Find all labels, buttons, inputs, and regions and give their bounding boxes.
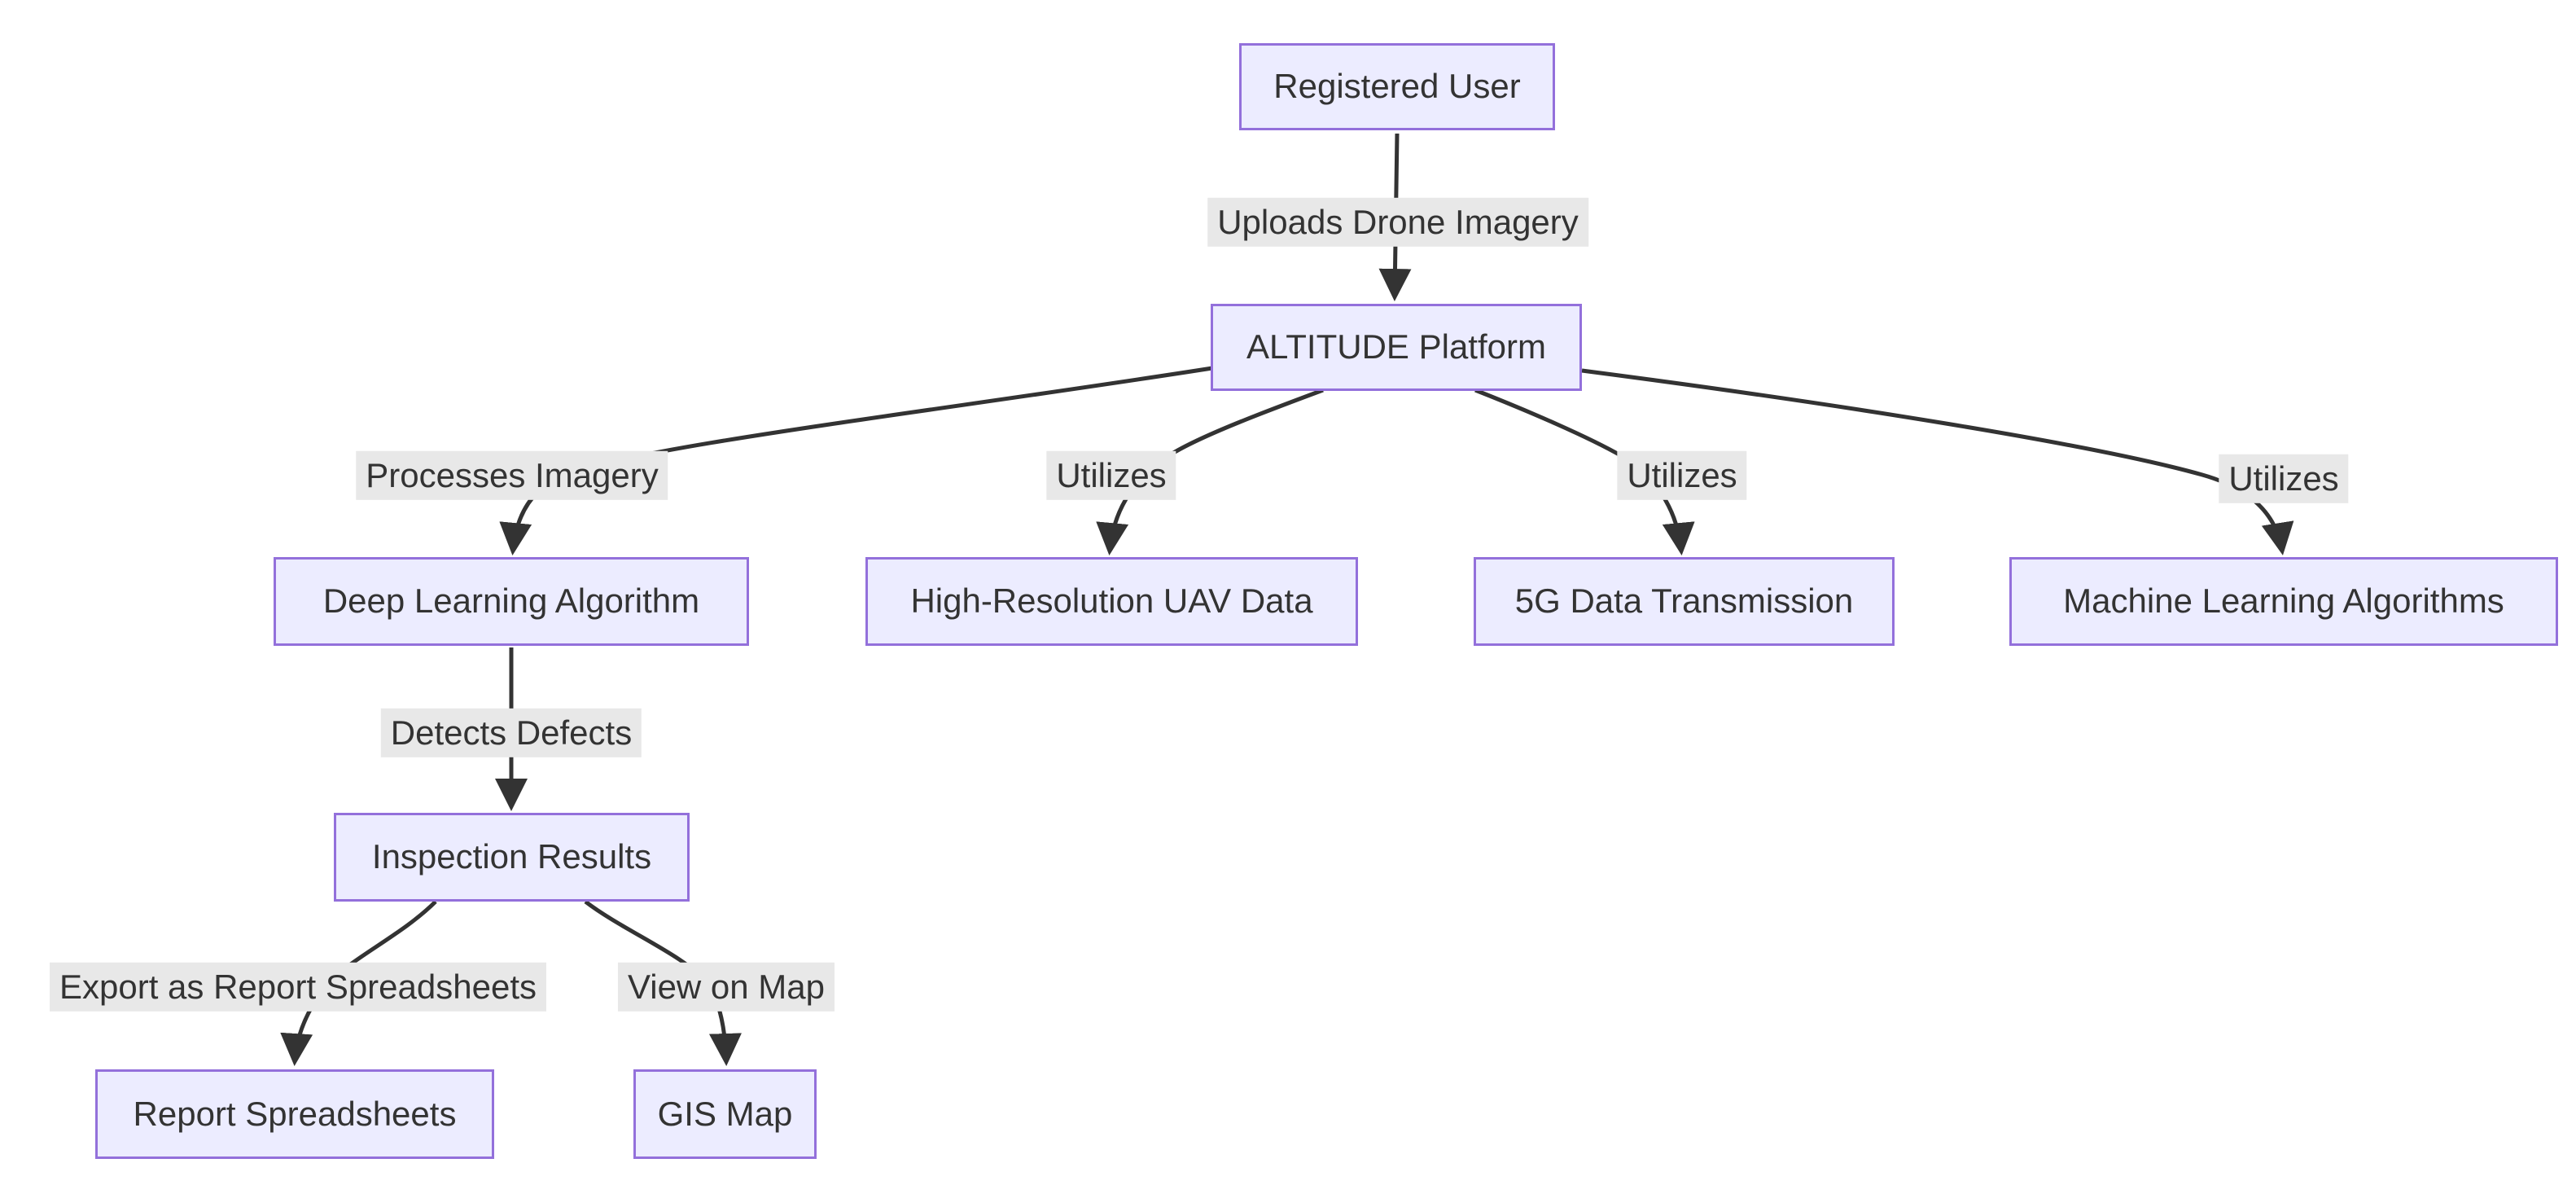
node-label: Report Spreadsheets (133, 1094, 457, 1133)
node-inspection-results: Inspection Results (334, 813, 690, 902)
edge-label-detects-defects: Detects Defects (380, 708, 642, 758)
node-label: High-Resolution UAV Data (910, 582, 1313, 621)
node-label: 5G Data Transmission (1514, 582, 1854, 621)
node-gis-map: GIS Map (633, 1069, 817, 1159)
node-label: ALTITUDE Platform (1246, 327, 1546, 366)
edge-label-view-on-map: View on Map (617, 962, 835, 1012)
node-registered-user: Registered User (1239, 43, 1555, 130)
node-label: Inspection Results (371, 837, 652, 876)
node-high-resolution-uav-data: High-Resolution UAV Data (865, 557, 1358, 646)
edge-label-uploads-drone-imagery: Uploads Drone Imagery (1207, 197, 1588, 248)
node-label: Machine Learning Algorithms (2063, 582, 2504, 621)
node-deep-learning-algorithm: Deep Learning Algorithm (274, 557, 749, 646)
edge-label-export-as-report: Export as Report Spreadsheets (50, 962, 546, 1012)
node-label: Deep Learning Algorithm (322, 582, 700, 621)
edge-label-utilizes-uav: Utilizes (1046, 450, 1176, 501)
edge-label-utilizes-ml: Utilizes (2219, 454, 2349, 504)
node-machine-learning-algorithms: Machine Learning Algorithms (2009, 557, 2558, 646)
node-report-spreadsheets: Report Spreadsheets (95, 1069, 494, 1159)
node-5g-data-transmission: 5G Data Transmission (1474, 557, 1895, 646)
edge-label-utilizes-5g: Utilizes (1617, 450, 1747, 501)
node-label: GIS Map (657, 1094, 793, 1133)
node-altitude-platform: ALTITUDE Platform (1211, 304, 1582, 391)
node-label: Registered User (1273, 67, 1521, 106)
edge-label-processes-imagery: Processes Imagery (356, 450, 668, 501)
